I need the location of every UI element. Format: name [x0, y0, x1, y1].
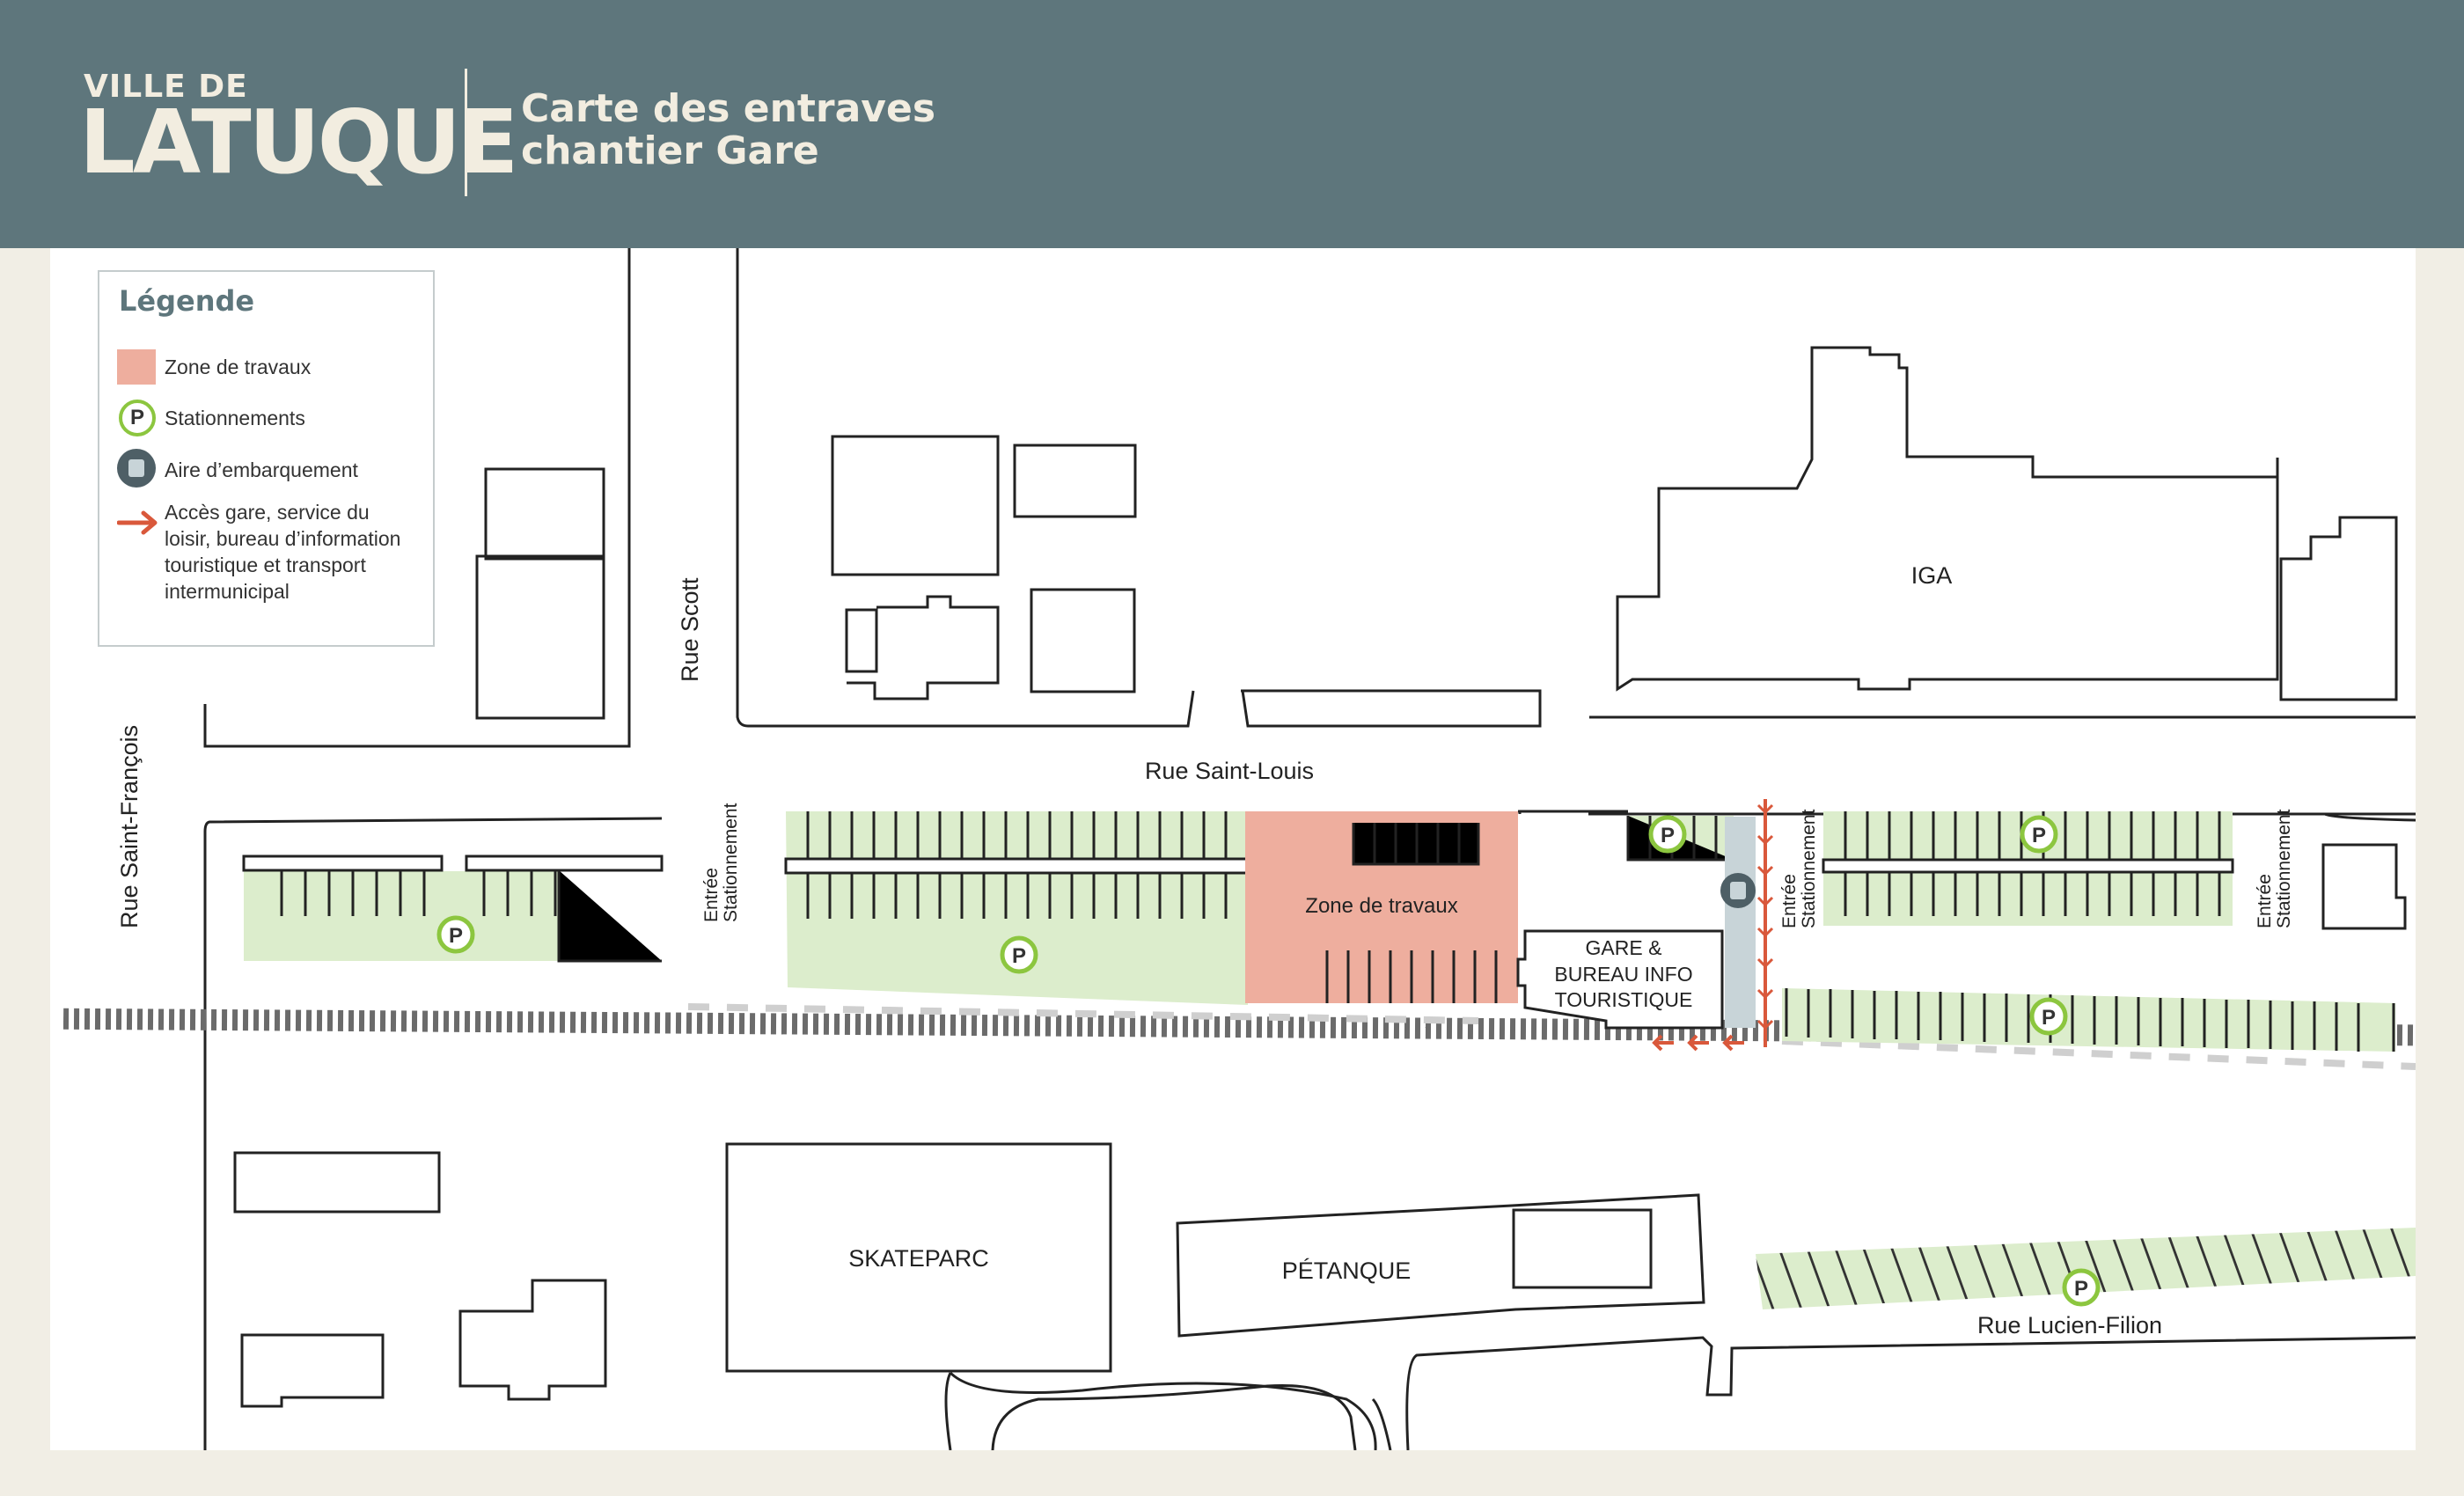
bus-icon — [117, 449, 156, 488]
parking-icon: P — [119, 400, 156, 436]
legend-access-line4: intermunicipal — [165, 580, 290, 603]
label-rue-saint-louis: Rue Saint-Louis — [1145, 758, 1314, 784]
legend-label-parking: Stationnements — [165, 407, 305, 429]
svg-text:P: P — [1661, 824, 1675, 847]
map-title: Carte des entraves chantier Gare — [521, 88, 935, 172]
map-title-line2: chantier Gare — [521, 128, 819, 173]
header-divider — [465, 69, 467, 196]
buildings-outline — [233, 346, 2407, 1408]
label-skateparc: SKATEPARC — [848, 1245, 989, 1272]
legend-title: Légende — [119, 284, 255, 318]
label-rue-scott: Rue Scott — [677, 577, 703, 682]
label-gare-line2: BUREAU INFO — [1554, 963, 1692, 986]
parking-icon: P — [2062, 1268, 2101, 1307]
label-petanque: PÉTANQUE — [1282, 1258, 1412, 1284]
label-gare-line3: TOURISTIQUE — [1555, 988, 1693, 1011]
svg-text:Entrée: Entrée — [701, 868, 722, 922]
legend-box: Légende Zone de travaux P Stationnements… — [98, 270, 435, 647]
parking-icon: P — [2029, 997, 2068, 1036]
svg-text:Stationnement: Stationnement — [721, 803, 741, 922]
map-canvas: P P P P P P Rue Saint-Louis Rue Scott Ru… — [62, 248, 2416, 1450]
label-entree-stationnement-center: Entrée Stationnement — [1779, 809, 1819, 928]
legend-label-access: Accès gare, service du loisir, bureau d’… — [165, 499, 400, 605]
sidewalk-dashes — [687, 1003, 2416, 1070]
svg-text:P: P — [1012, 944, 1026, 968]
boarding-strip — [1725, 817, 1756, 1028]
bus-icon — [1720, 873, 1756, 908]
svg-text:P: P — [2074, 1277, 2088, 1301]
label-zone-travaux: Zone de travaux — [1305, 894, 1457, 918]
parking-stalls — [280, 811, 2395, 1052]
svg-text:Entrée: Entrée — [2255, 874, 2275, 928]
map-area: P P P P P P Rue Saint-Louis Rue Scott Ru… — [50, 248, 2416, 1450]
svg-text:Stationnement: Stationnement — [2274, 809, 2294, 928]
work-zone-swatch — [117, 349, 156, 385]
header-banner: VILLE DE LATUQUE Carte des entraves chan… — [0, 0, 2464, 248]
gare-building — [1516, 929, 1724, 1030]
legend-label-boarding: Aire d’embarquement — [165, 458, 358, 481]
label-rue-lucien-filion: Rue Lucien-Filion — [1977, 1312, 2162, 1338]
svg-text:Stationnement: Stationnement — [1799, 809, 1819, 928]
access-arrows — [1652, 799, 1774, 1052]
legend-label-work-zone: Zone de travaux — [165, 356, 312, 378]
label-rue-saint-francois: Rue Saint-François — [116, 725, 143, 928]
parking-icon: P — [1000, 935, 1038, 974]
label-iga: IGA — [1911, 562, 1953, 589]
legend-access-line1: Accès gare, service du — [165, 501, 370, 524]
svg-text:P: P — [2042, 1006, 2056, 1030]
logo-ville-de: VILLE DE — [84, 69, 248, 105]
legend-access-line3: touristique et transport — [165, 554, 366, 576]
parking-icon: P — [1648, 815, 1687, 854]
arrow-icon — [117, 510, 158, 535]
street-lines — [203, 248, 2416, 1450]
label-entree-stationnement-east: Entrée Stationnement — [2255, 809, 2294, 928]
logo-latuque: LATUQUE — [79, 91, 518, 194]
svg-text:P: P — [2032, 824, 2046, 847]
parking-icon: P — [2020, 815, 2058, 854]
parking-icon: P — [436, 915, 475, 954]
parking-icons: P P P P P P — [436, 815, 2101, 1307]
label-entree-stationnement-west: Entrée Stationnement — [701, 803, 741, 922]
map-title-line1: Carte des entraves — [521, 86, 936, 131]
svg-text:P: P — [449, 924, 463, 948]
legend-access-line2: loisir, bureau d’information — [165, 527, 401, 550]
svg-text:Entrée: Entrée — [1779, 874, 1800, 928]
label-gare-line1: GARE & — [1586, 936, 1662, 959]
